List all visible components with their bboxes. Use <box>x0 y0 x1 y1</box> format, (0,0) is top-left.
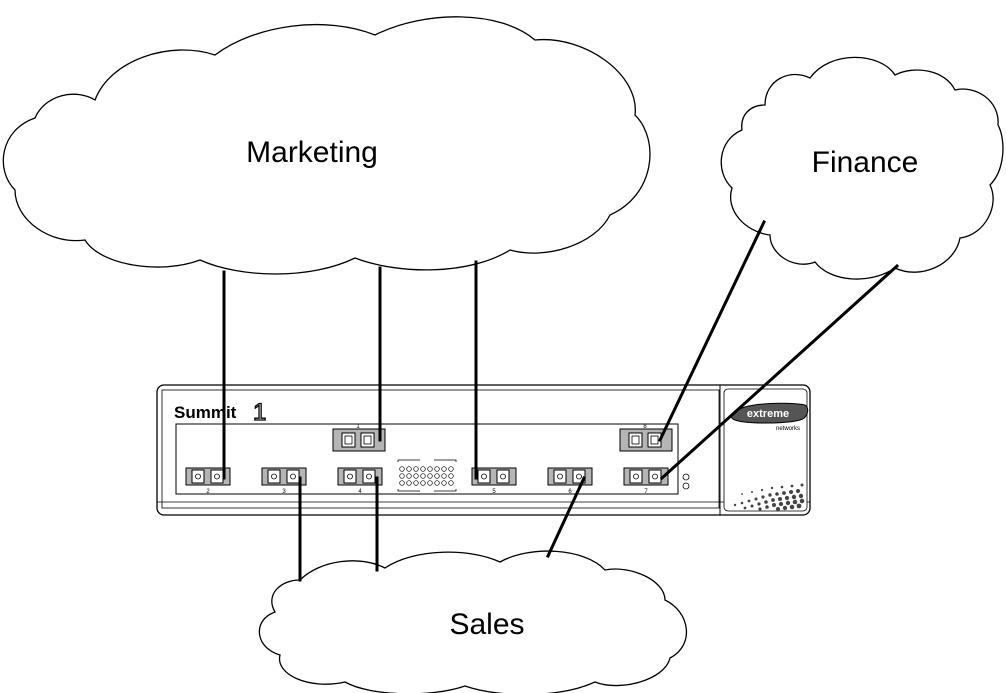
logo-text: extreme <box>747 408 789 420</box>
led-bracket-top-right <box>434 459 457 462</box>
cable-finance-port7 <box>659 263 900 481</box>
led-bracket-bottom-left <box>397 489 420 492</box>
port-bay <box>175 423 679 495</box>
switch-brand: Summit <box>174 403 237 422</box>
power-led <box>682 473 690 481</box>
port-2[interactable]: 2 <box>185 467 231 495</box>
connection-lines <box>222 220 900 582</box>
led-bracket-bottom-right <box>434 489 457 492</box>
diag-led <box>682 482 690 490</box>
halftone-texture <box>733 483 805 511</box>
port-6[interactable]: 6 <box>547 467 593 495</box>
cable-finance-port8 <box>658 220 766 442</box>
port-label-4: 4 <box>358 489 362 495</box>
marketing-label: Marketing <box>246 136 378 169</box>
port-label-6: 6 <box>568 489 572 495</box>
port-label-8: 8 <box>643 424 647 430</box>
port-1[interactable]: 1 <box>332 424 386 452</box>
port-3[interactable]: 3 <box>261 467 307 495</box>
extreme-networks-logo: extreme networks <box>730 402 809 432</box>
port-label-3: 3 <box>282 489 286 495</box>
port-7[interactable]: 7 <box>623 467 669 495</box>
port-label-2: 2 <box>206 489 210 495</box>
led-bracket-top-left <box>397 459 420 462</box>
summit1-switch: Summit 1 1 8 2 <box>156 384 811 516</box>
status-led-grid <box>399 466 454 486</box>
sales-cloud: Sales <box>258 550 687 693</box>
switch-model-number: 1 <box>253 399 266 426</box>
port-label-7: 7 <box>644 489 648 495</box>
port-4[interactable]: 4 <box>337 467 383 495</box>
port-8[interactable]: 8 <box>619 424 673 452</box>
switch-front-panel <box>161 389 720 509</box>
port-label-1: 1 <box>356 424 360 430</box>
cable-sales-port6 <box>546 476 586 558</box>
finance-label: Finance <box>812 146 919 179</box>
marketing-cloud: Marketing <box>2 16 651 275</box>
port-label-5: 5 <box>492 489 496 495</box>
sales-label: Sales <box>449 608 524 641</box>
port-5[interactable]: 5 <box>471 467 517 495</box>
logo-subtext: networks <box>776 426 800 432</box>
finance-cloud: Finance <box>720 56 1004 280</box>
